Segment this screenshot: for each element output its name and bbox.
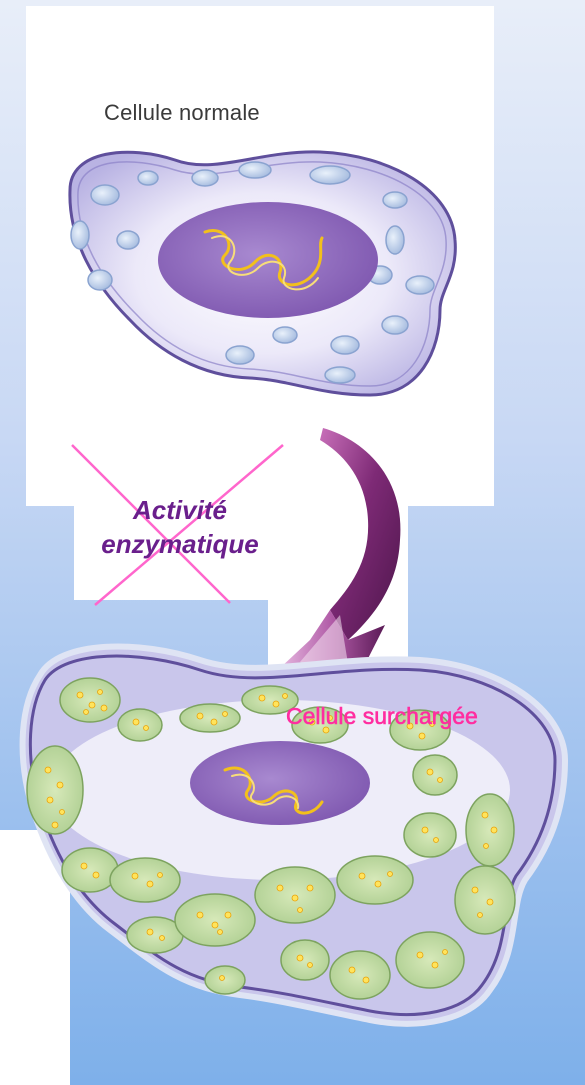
overloaded-cell-label: Cellule surchargée bbox=[286, 703, 478, 730]
enzyme-activity-label: Activité enzymatique bbox=[60, 493, 300, 561]
enzyme-activity-line1: Activité bbox=[60, 493, 300, 527]
normal-nucleus bbox=[158, 202, 378, 318]
normal-cell bbox=[70, 152, 455, 395]
normal-cell-label: Cellule normale bbox=[104, 100, 260, 126]
overloaded-nucleus bbox=[190, 741, 370, 825]
enzyme-activity-line2: enzymatique bbox=[60, 527, 300, 561]
